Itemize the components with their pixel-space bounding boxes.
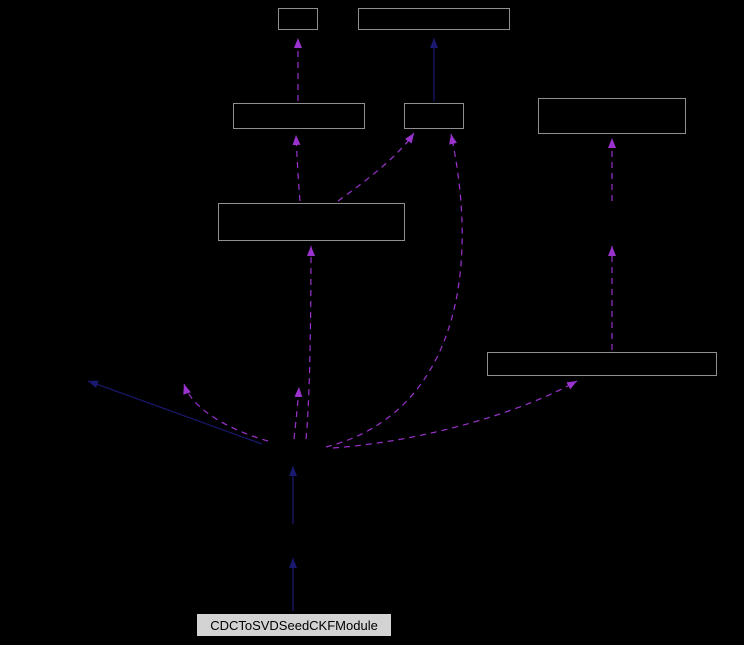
graph-node-unlabeled-5[interactable] — [538, 98, 686, 134]
usage-edge — [325, 133, 463, 448]
usage-edge — [183, 383, 269, 442]
usage-edge — [305, 245, 315, 440]
usage-edge — [337, 132, 415, 202]
usage-edge — [332, 380, 578, 449]
graph-node-unlabeled-4[interactable] — [404, 103, 464, 129]
usage-edge — [292, 134, 301, 202]
graph-node-unlabeled-6[interactable] — [218, 203, 405, 241]
graph-node-unlabeled-7[interactable] — [487, 352, 717, 376]
usage-edge — [293, 386, 303, 440]
graph-node-unlabeled-3[interactable] — [233, 103, 365, 129]
inheritance-edge — [87, 380, 263, 445]
main-class-label: CDCToSVDSeedCKFModule — [210, 617, 378, 633]
graph-node-unlabeled-2[interactable] — [358, 8, 510, 30]
graph-node-unlabeled-1[interactable] — [278, 8, 318, 30]
main-class-node: CDCToSVDSeedCKFModule — [196, 613, 392, 637]
